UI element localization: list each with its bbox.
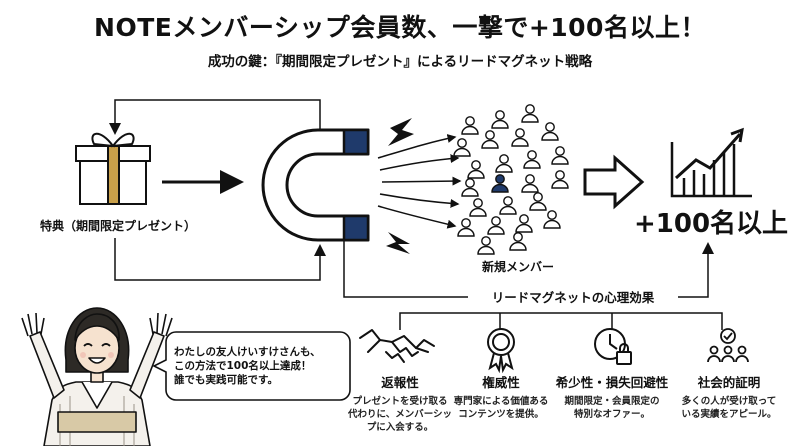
person-icon: [461, 116, 479, 135]
psychology-heading: リードマグネットの心理効果: [468, 287, 678, 309]
gift-icon: [75, 132, 151, 205]
person-icon: [511, 128, 529, 147]
person-icon: [521, 104, 539, 123]
gift-label: 特典（期間限定プレゼント）: [39, 219, 196, 233]
loop-bottom-connector: [114, 238, 326, 281]
woman-illustration: [21, 307, 173, 446]
effect-desc: 期間限定・会員限定の 特別なオファー。: [564, 396, 660, 420]
effect-title: 権威性: [482, 375, 520, 390]
person-icon: [509, 232, 527, 251]
person-icon: [529, 192, 547, 211]
loop-top-connector: [109, 99, 321, 135]
effect-scarcity: 希少性・損失回避性 期間限定・会員限定の 特別なオファー。: [554, 372, 670, 421]
person-icon: [453, 138, 471, 157]
person-icon: [543, 210, 561, 229]
person-icon: [467, 160, 485, 179]
person-icon: [495, 154, 513, 173]
growth-chart-icon: [670, 127, 752, 198]
person-icon: [521, 174, 539, 193]
people-icon: [453, 104, 569, 255]
effect-title: 返報性: [381, 375, 419, 390]
effect-social-proof: 社会的証明 多くの人が受け取って いる実績をアピール。: [670, 372, 788, 421]
person-icon: [499, 196, 517, 215]
person-icon: [551, 170, 569, 189]
speech-bubble-text: わたしの友人けいすけさんも、 この方法で100名以上達成！ 誰でも実践可能です。: [174, 346, 321, 386]
person-icon: [515, 214, 533, 233]
attraction-rays: [377, 134, 462, 229]
magnet-icon: [261, 128, 370, 242]
result-label: +100名以上: [634, 209, 789, 239]
person-icon: [461, 178, 479, 197]
person-icon: [523, 150, 541, 169]
members-label: 新規メンバー: [481, 260, 554, 274]
crowd-check-icon: [707, 328, 749, 363]
page-subtitle: 成功の鍵：『期間限定プレゼント』によるリードマグネット戦略: [207, 54, 593, 70]
person-icon: [491, 174, 509, 193]
handshake-icon: [359, 329, 435, 363]
person-icon: [469, 198, 487, 217]
speech-bubble: [152, 331, 351, 401]
effects-bracket: [399, 312, 723, 330]
person-icon: [477, 236, 495, 255]
person-icon: [551, 146, 569, 165]
award-icon: [487, 328, 515, 374]
effect-title: 希少性・損失回避性: [555, 375, 669, 390]
page-title: NOTEメンバーシップ会員数、一撃で+100名以上！: [94, 13, 706, 42]
person-icon: [481, 130, 499, 149]
effect-title: 社会的証明: [697, 375, 761, 390]
person-icon: [491, 110, 509, 129]
effect-authority: 権威性 専門家による価値ある コンテンツを提供。: [446, 372, 556, 421]
effect-desc: 多くの人が受け取って いる実績をアピール。: [681, 396, 777, 420]
person-icon: [457, 218, 475, 237]
spark-icon: [386, 118, 414, 254]
effect-desc: 専門家による価値ある コンテンツを提供。: [453, 396, 549, 420]
person-icon: [487, 216, 505, 235]
result-arrow: [583, 154, 645, 210]
person-icon: [541, 122, 559, 141]
clock-lock-icon: [594, 328, 632, 365]
effect-reciprocity: 返報性 プレゼントを受け取る 代わりに、メンバーシッ プに入会する。: [345, 372, 455, 434]
effect-desc: プレゼントを受け取る 代わりに、メンバーシッ プに入会する。: [347, 396, 453, 433]
